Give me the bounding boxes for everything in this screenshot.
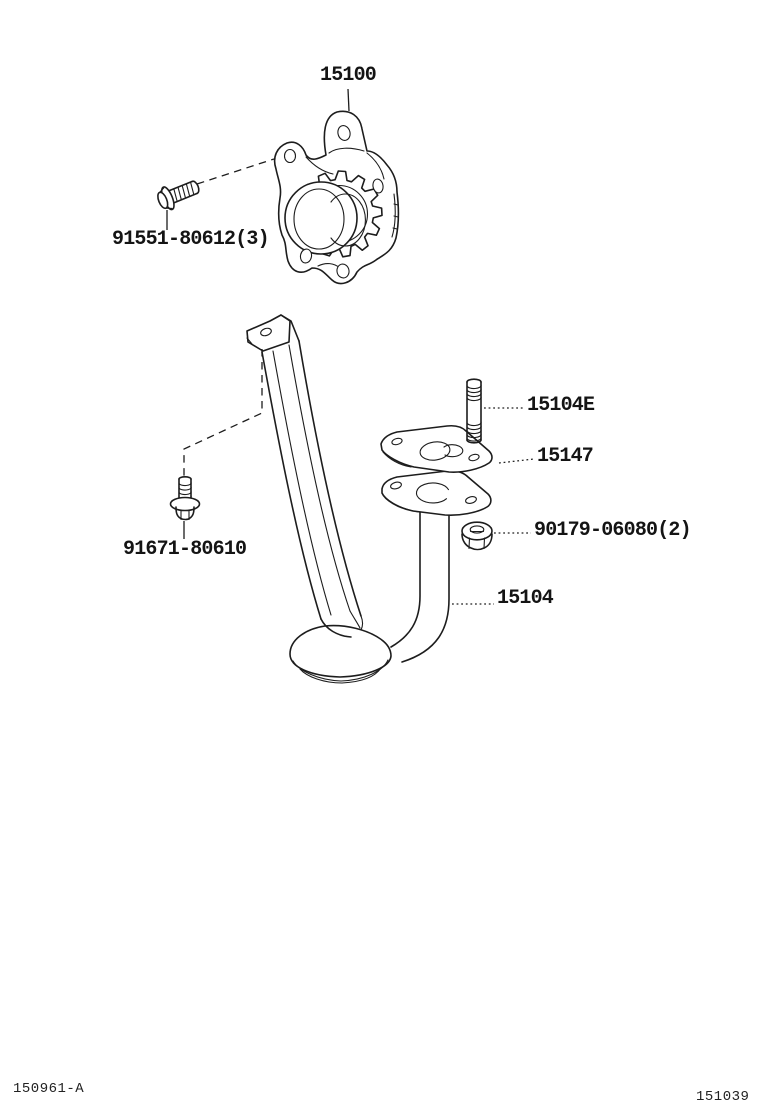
gasket-slot-left <box>391 437 403 446</box>
gasket-plate <box>380 424 493 473</box>
gasket-thickness <box>382 451 412 468</box>
pipe-flange <box>381 470 492 516</box>
stud-sides <box>466 381 482 441</box>
leader-dashed-91551 <box>196 158 275 185</box>
stud-threads-bottom <box>466 421 482 442</box>
pump-bolt-hole-left <box>283 148 297 164</box>
bracket-ear-notch <box>246 337 253 345</box>
strainer-pipe-drawing <box>289 470 492 684</box>
pump-bore <box>284 181 358 255</box>
bracket-flange-top <box>280 314 300 342</box>
bolt2-head-seams <box>180 509 190 521</box>
figure-code-left: 150961-A <box>13 1081 85 1097</box>
bracket-edge-4 <box>298 340 362 617</box>
bolt2-tip <box>178 476 192 480</box>
pump-bolt-hole-top <box>337 125 351 141</box>
pump-bolt-hole-right <box>372 178 384 194</box>
pipe-left-edge <box>390 511 421 648</box>
pipe-flange-slot-right <box>465 496 477 504</box>
figure-code-right: 151039 <box>696 1089 750 1105</box>
bracket-foot-1 <box>320 618 352 638</box>
part-label-91551: 91551-80612(3) <box>112 228 270 251</box>
nut-body <box>461 533 493 551</box>
part-label-15104: 15104 <box>497 587 554 610</box>
bracket-edge-3 <box>288 344 351 612</box>
nut-hex-seams <box>468 537 486 550</box>
pump-saddle-crease <box>305 156 334 175</box>
bracket-edge-2 <box>272 350 332 616</box>
strainer-bell-bottom <box>299 667 382 684</box>
pipe-flange-slot-left <box>390 481 402 490</box>
leader-dashed-91671 <box>183 349 263 476</box>
leader-line-15100 <box>347 88 350 112</box>
part-label-91671: 91671-80610 <box>123 538 247 561</box>
gasket-drawing <box>380 424 493 473</box>
pump-bore-depth <box>330 193 366 247</box>
pump-ear-crease <box>328 147 365 154</box>
part-label-15100: 15100 <box>320 64 377 87</box>
bolt2-threads <box>178 481 192 504</box>
bracket-foot-2 <box>349 610 361 629</box>
stud-caps <box>466 378 482 444</box>
strainer-bracket-drawing <box>246 314 362 620</box>
pump-bolt-hole-bottom-left <box>299 248 313 264</box>
stud-drawing <box>466 378 482 444</box>
pump-backplate-edge <box>366 152 385 180</box>
oil-pump-drawing <box>273 88 400 285</box>
nut-drawing <box>461 521 493 551</box>
bolt-91551-drawing <box>157 158 275 230</box>
pump-bolt-hole-bottom <box>336 263 350 279</box>
leader-15147 <box>498 458 535 464</box>
pump-edge-ticks <box>392 203 399 230</box>
part-label-90179: 90179-06080(2) <box>534 519 692 542</box>
gasket-hole-inner <box>443 444 464 458</box>
strainer-bell <box>289 624 392 678</box>
pipe-flange-thickness <box>383 495 420 513</box>
bolt-91671-drawing <box>169 349 263 539</box>
pump-bore-inner <box>293 188 345 250</box>
gasket-slot-right <box>468 453 480 462</box>
bolt2-head <box>175 506 195 521</box>
bolt2-washer <box>169 496 201 512</box>
part-label-15147: 15147 <box>537 445 594 468</box>
bracket-foot-3 <box>360 615 364 631</box>
callout-leaders <box>452 407 535 605</box>
bracket-edge-1 <box>261 351 322 620</box>
bracket-hole <box>260 327 272 337</box>
pipe-flange-hole <box>415 482 450 504</box>
gasket-hole <box>419 441 451 461</box>
pipe-right-edge <box>401 513 450 663</box>
part-label-15104E: 15104E <box>527 394 595 417</box>
stud-threads-top <box>466 384 482 402</box>
